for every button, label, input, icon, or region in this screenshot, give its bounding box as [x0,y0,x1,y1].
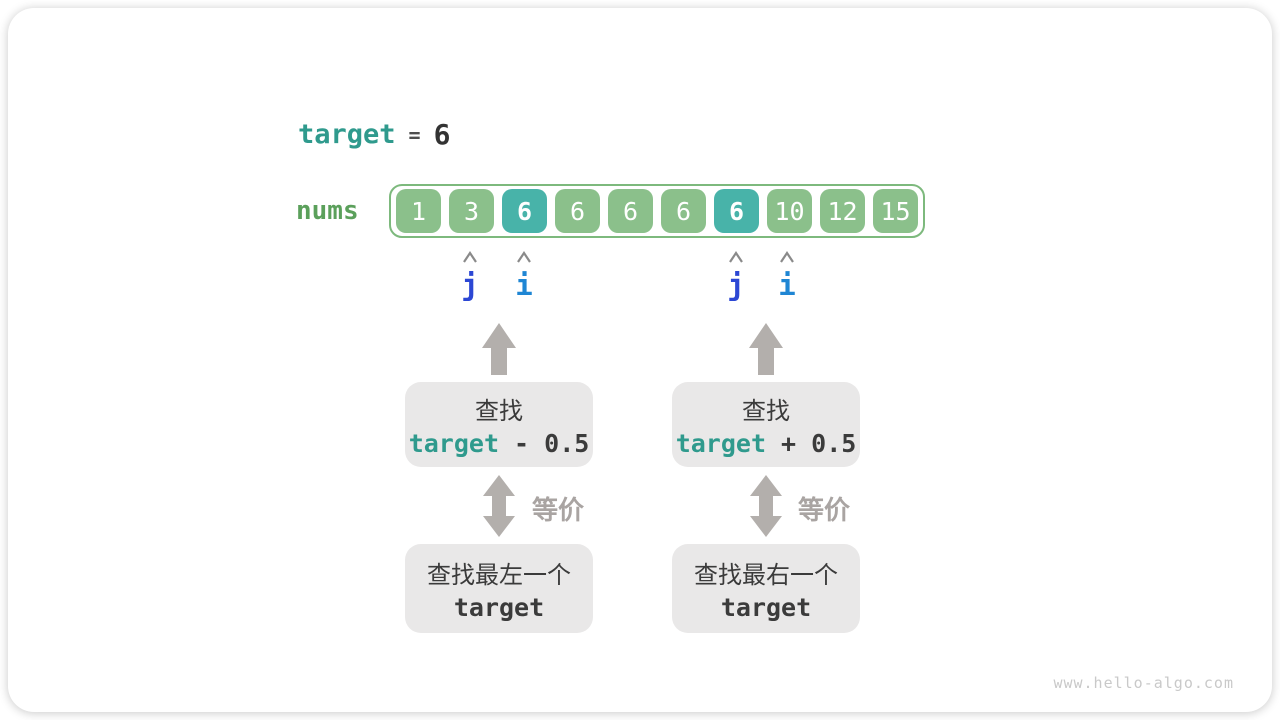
result-label: 查找最左一个 [427,561,571,589]
up-chevron-icon [517,251,531,263]
equals-sign: = [408,122,421,147]
expression-op: + 0.5 [766,429,857,458]
up-chevron-icon [463,251,477,263]
target-assignment: target = 6 [298,118,450,151]
search-target-minus-box: 查找 target - 0.5 [405,382,593,467]
double-arrow-icon [483,475,515,537]
array-cell: 10 [767,189,812,233]
target-value: 6 [433,118,451,151]
target-keyword: target [453,593,545,622]
array-cell: 15 [873,189,918,233]
watermark: www.hello-algo.com [1053,674,1234,692]
target-keyword: target [298,119,396,150]
nums-label: nums [296,196,359,226]
array-cell: 1 [396,189,441,233]
search-label: 查找 [475,397,523,425]
array-cell: 6 [661,189,706,233]
array-cell: 6 [608,189,653,233]
up-arrow-icon [749,323,783,375]
pointer-j-left: j [461,268,479,302]
target-keyword: target [408,429,499,458]
pointer-j-right: j [727,268,745,302]
up-chevron-icon [729,251,743,263]
find-rightmost-box: 查找最右一个 target [672,544,860,633]
search-label: 查找 [742,397,790,425]
result-label: 查找最右一个 [694,561,838,589]
search-expression: target - 0.5 [409,429,590,458]
array-cell: 6 [555,189,600,233]
array-cell: 3 [449,189,494,233]
up-arrow-icon [482,323,516,375]
double-arrow-icon [750,475,782,537]
pointer-i-right: i [778,268,796,302]
search-expression: target + 0.5 [676,429,857,458]
pointer-i-left: i [515,268,533,302]
search-target-plus-box: 查找 target + 0.5 [672,382,860,467]
array-cell: 6 [502,189,547,233]
expression-op: - 0.5 [499,429,590,458]
find-leftmost-box: 查找最左一个 target [405,544,593,633]
target-keyword: target [720,593,812,622]
array-cell: 12 [820,189,865,233]
target-keyword: target [675,429,766,458]
equivalence-label-left: 等价 [532,496,585,526]
equivalence-label-right: 等价 [798,496,851,526]
up-chevron-icon [780,251,794,263]
array-cell: 6 [714,189,759,233]
